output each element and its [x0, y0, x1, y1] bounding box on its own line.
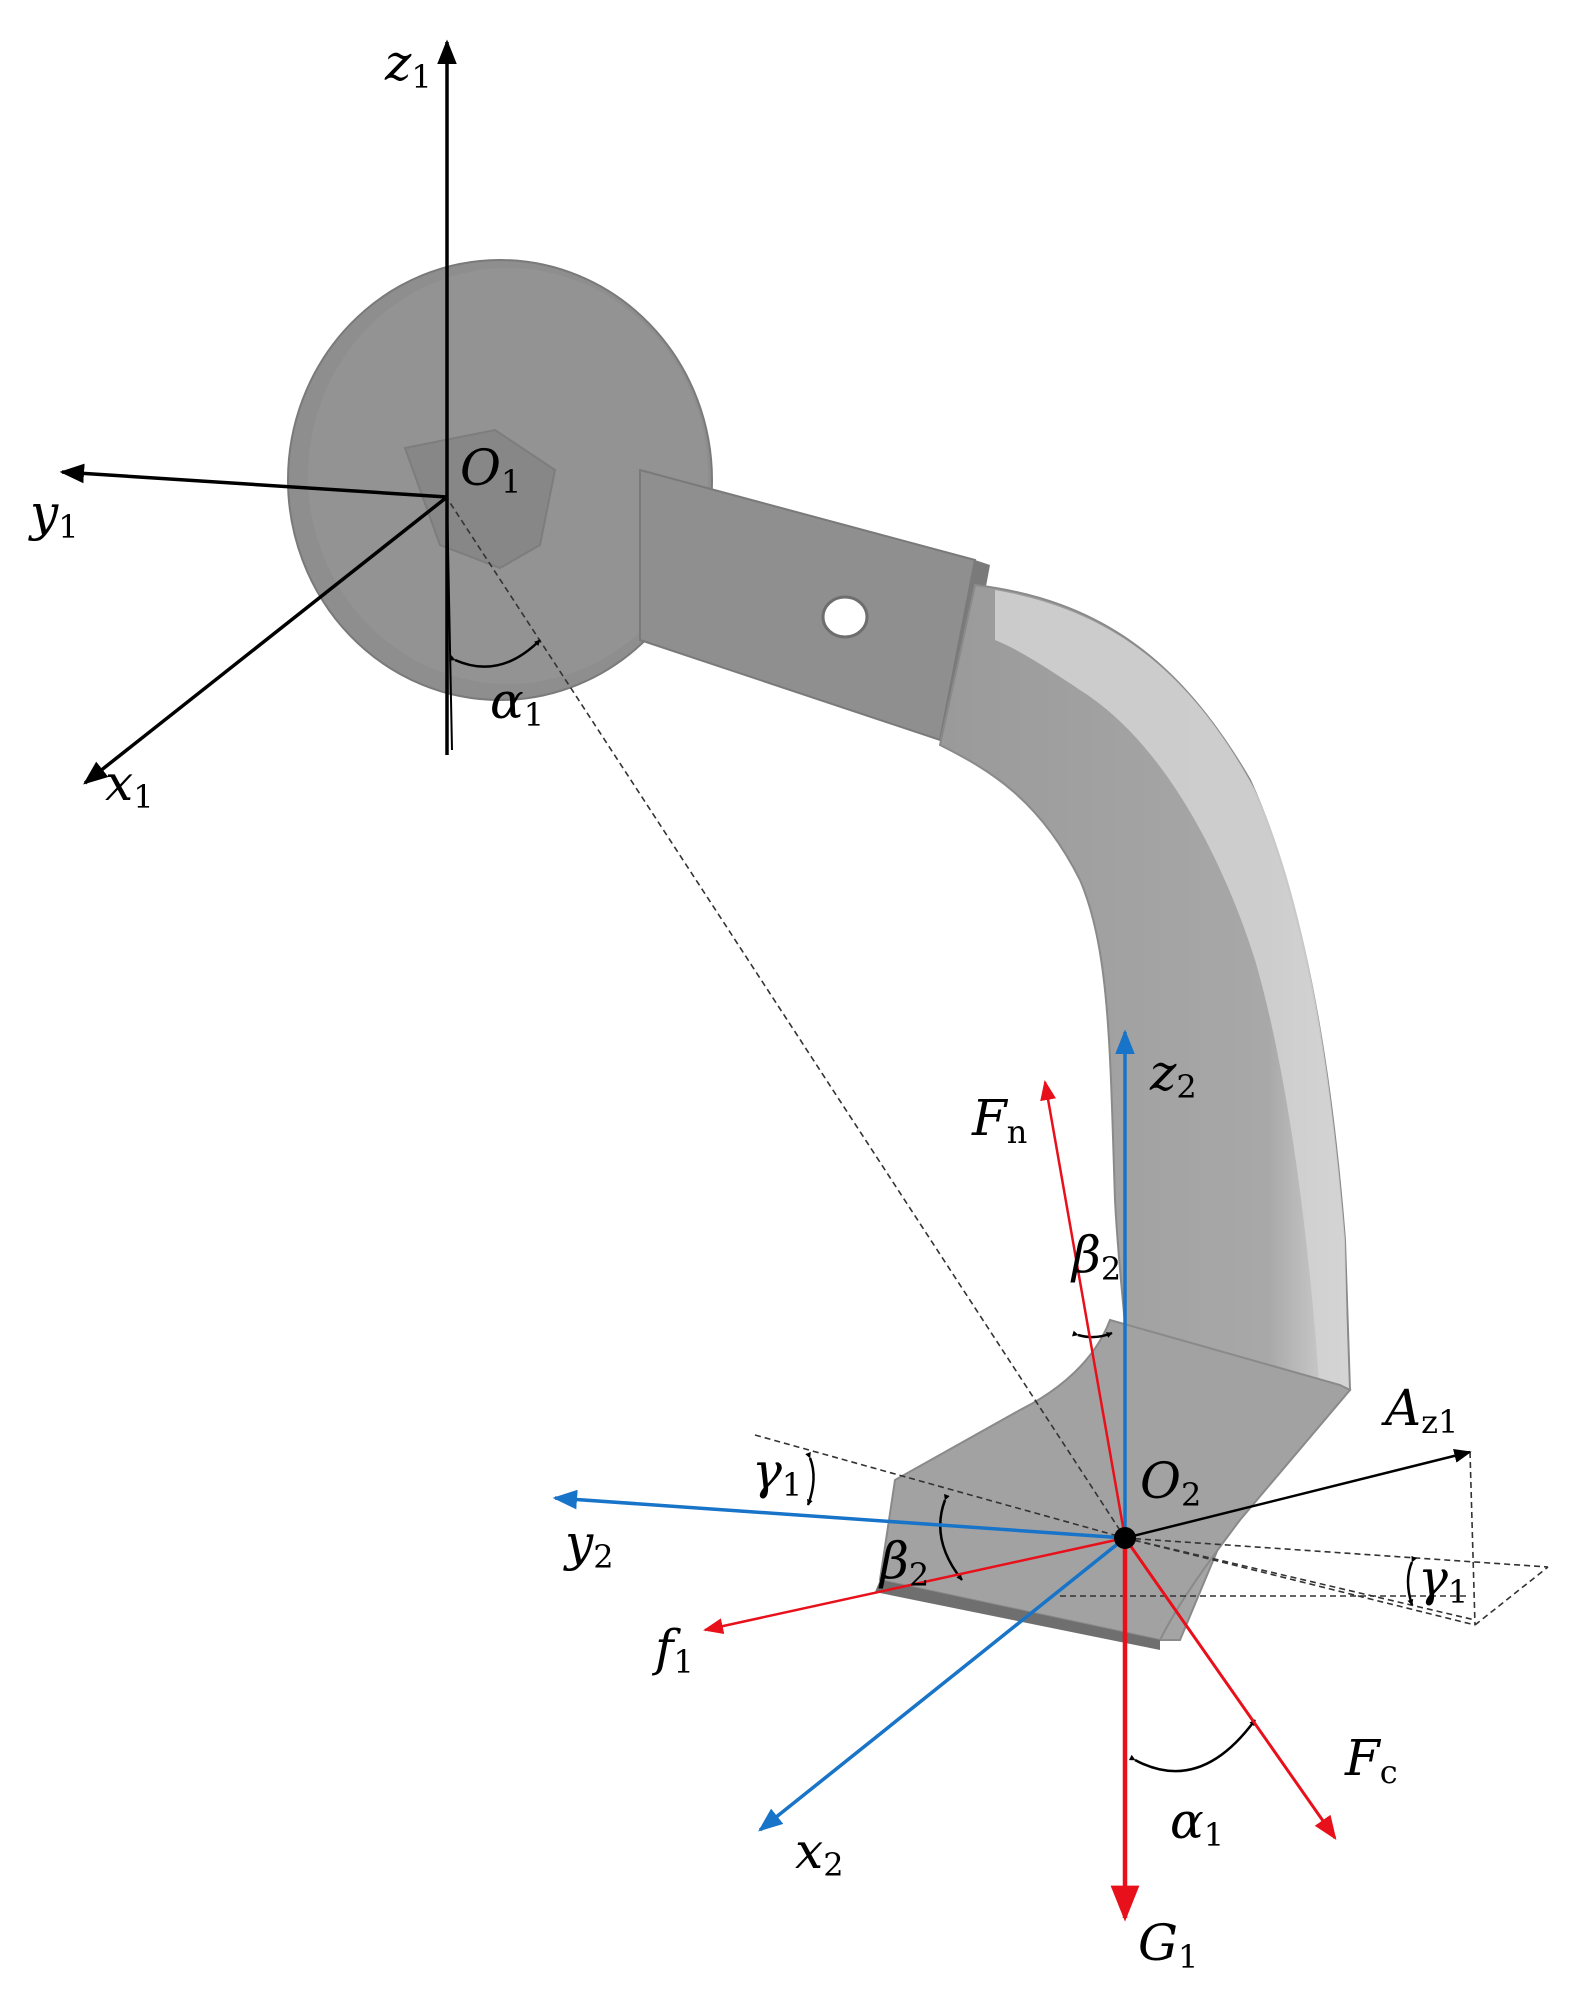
label-alpha1-top: α1: [490, 672, 544, 734]
frame-1-axes: [59, 39, 541, 785]
label-beta2-top: β2: [1070, 1226, 1121, 1288]
gamma1-arc-right: [1406, 1555, 1417, 1606]
beta2-arc-bottom: [938, 1493, 963, 1581]
labels: z1 y1 x1 O1 α1 z2 Fn β2 Az1 O2 γ1 γ1 y2 …: [28, 34, 1468, 1976]
label-G1: G1: [1138, 1914, 1198, 1976]
frame-2-axes: [552, 1029, 1135, 1832]
O2-point: [1114, 1527, 1136, 1549]
label-x1: x1: [105, 754, 154, 816]
label-gamma1-left: γ1: [752, 1442, 802, 1504]
x1-axis: [83, 495, 449, 785]
label-y2: y2: [563, 1514, 614, 1576]
label-y1: y1: [28, 484, 79, 546]
angle-arcs: [805, 1330, 1417, 1773]
y2-axis: [552, 1489, 1126, 1540]
label-Fn: Fn: [971, 1089, 1027, 1151]
x2-axis: [758, 1536, 1127, 1832]
label-f1: f1: [651, 1619, 694, 1681]
label-O2: O2: [1140, 1452, 1201, 1514]
Fc-vector: [1123, 1537, 1337, 1840]
hex-boss: [403, 428, 557, 570]
label-Az1: Az1: [1381, 1379, 1458, 1441]
label-z1: z1: [384, 34, 432, 96]
label-alpha1-bottom: α1: [1170, 1792, 1224, 1854]
az1-vector: [1124, 1449, 1472, 1540]
label-beta2-bottom: β2: [878, 1532, 929, 1594]
arm-hole: [821, 595, 869, 639]
label-O1: O1: [460, 439, 521, 501]
label-gamma1-right: γ1: [1418, 1549, 1468, 1611]
alpha1-arc-top: [448, 639, 541, 668]
beta2-arc-top: [1071, 1330, 1113, 1339]
construction-lines: [444, 494, 1549, 1626]
y1-axis: [59, 463, 448, 499]
f1-vector: [703, 1536, 1126, 1634]
label-x2: x2: [795, 1822, 844, 1884]
gamma1-arc-left: [805, 1451, 815, 1506]
forces: [703, 1080, 1337, 1922]
label-Fc: Fc: [1344, 1729, 1398, 1791]
Fn-vector: [1040, 1080, 1127, 1539]
alpha1-arc-bottom: [1128, 1719, 1257, 1773]
mounting-arm: [639, 468, 977, 742]
alpha1-reference-line: [446, 496, 453, 751]
label-z2: z2: [1149, 1044, 1197, 1106]
